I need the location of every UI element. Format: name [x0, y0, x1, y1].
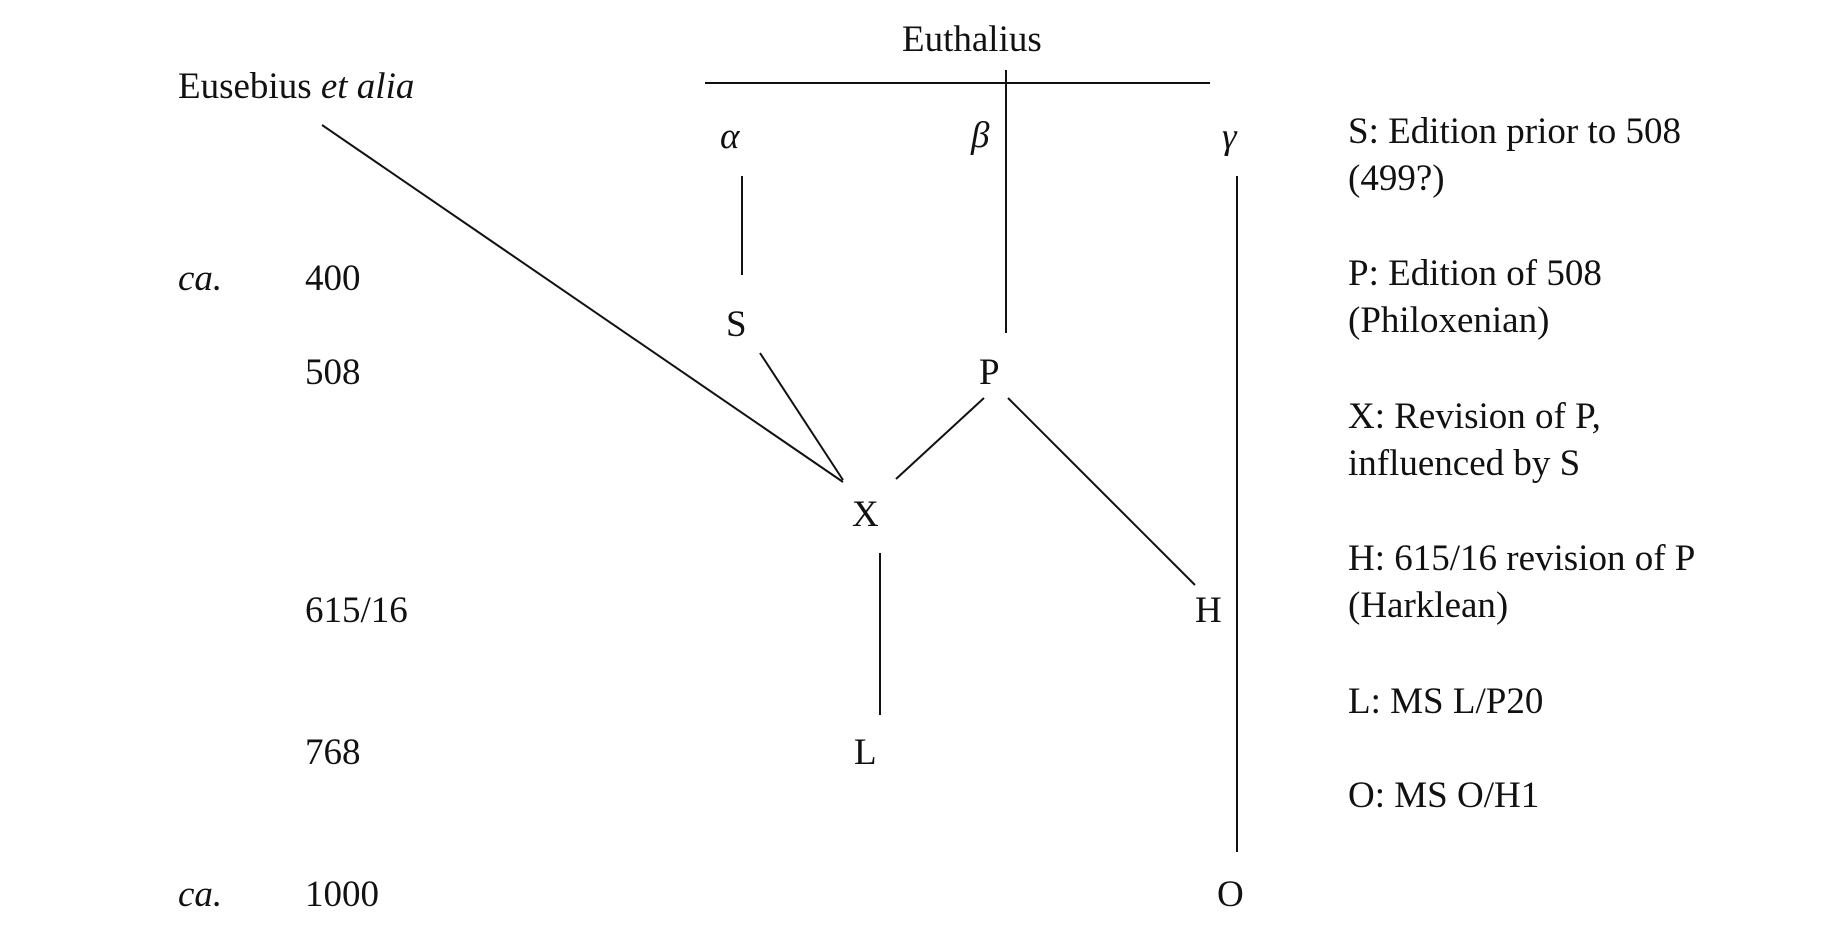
s-to-x-line [759, 352, 844, 481]
node-x: X [852, 494, 879, 535]
p-to-h-line [1007, 397, 1196, 586]
timeline-ca-400: ca. [178, 258, 223, 299]
branch-gamma: γ [1222, 116, 1237, 157]
legend-line: X: Revision of P, [1348, 396, 1601, 437]
p-to-x-line [895, 397, 985, 480]
timeline-year-508: 508 [305, 352, 361, 393]
legend-entry-h: H: 615/16 revision of P (Harklean) [1348, 535, 1695, 629]
timeline-ca-1000: ca. [178, 874, 223, 915]
eusebius-label: Eusebius et alia [178, 68, 414, 105]
node-l: L [854, 732, 877, 773]
legend-line: S: Edition prior to 508 [1348, 111, 1681, 152]
eusebius-to-x-line [321, 124, 844, 483]
timeline-year-1000: 1000 [305, 874, 379, 915]
legend-line: P: Edition of 508 [1348, 253, 1602, 294]
branch-beta: β [971, 115, 990, 156]
legend-entry-p: P: Edition of 508 (Philoxenian) [1348, 250, 1602, 344]
node-p: P [979, 352, 1000, 393]
legend-entry-x: X: Revision of P, influenced by S [1348, 393, 1601, 487]
timeline-year-615-16: 615/16 [305, 590, 408, 631]
node-s: S [726, 304, 747, 345]
eusebius-name: Eusebius [178, 66, 312, 107]
node-o: O [1217, 874, 1244, 915]
legend-line: (499?) [1348, 158, 1445, 199]
legend-line: influenced by S [1348, 443, 1581, 484]
legend-line: (Harklean) [1348, 585, 1509, 626]
timeline-year-768: 768 [305, 732, 361, 773]
legend-entry-l: L: MS L/P20 [1348, 678, 1543, 725]
branch-alpha: α [720, 116, 740, 157]
legend-line: (Philoxenian) [1348, 300, 1550, 341]
legend-line: H: 615/16 revision of P [1348, 538, 1696, 579]
timeline-year-400: 400 [305, 258, 361, 299]
node-h: H [1195, 590, 1222, 631]
legend-line: O: MS O/H1 [1348, 775, 1540, 816]
legend-entry-s: S: Edition prior to 508 (499?) [1348, 108, 1681, 202]
eusebius-et-alia: et alia [320, 66, 415, 107]
euthalius-label: Euthalius [902, 19, 1042, 60]
legend-line: L: MS L/P20 [1348, 681, 1544, 722]
legend-entry-o: O: MS O/H1 [1348, 772, 1539, 819]
